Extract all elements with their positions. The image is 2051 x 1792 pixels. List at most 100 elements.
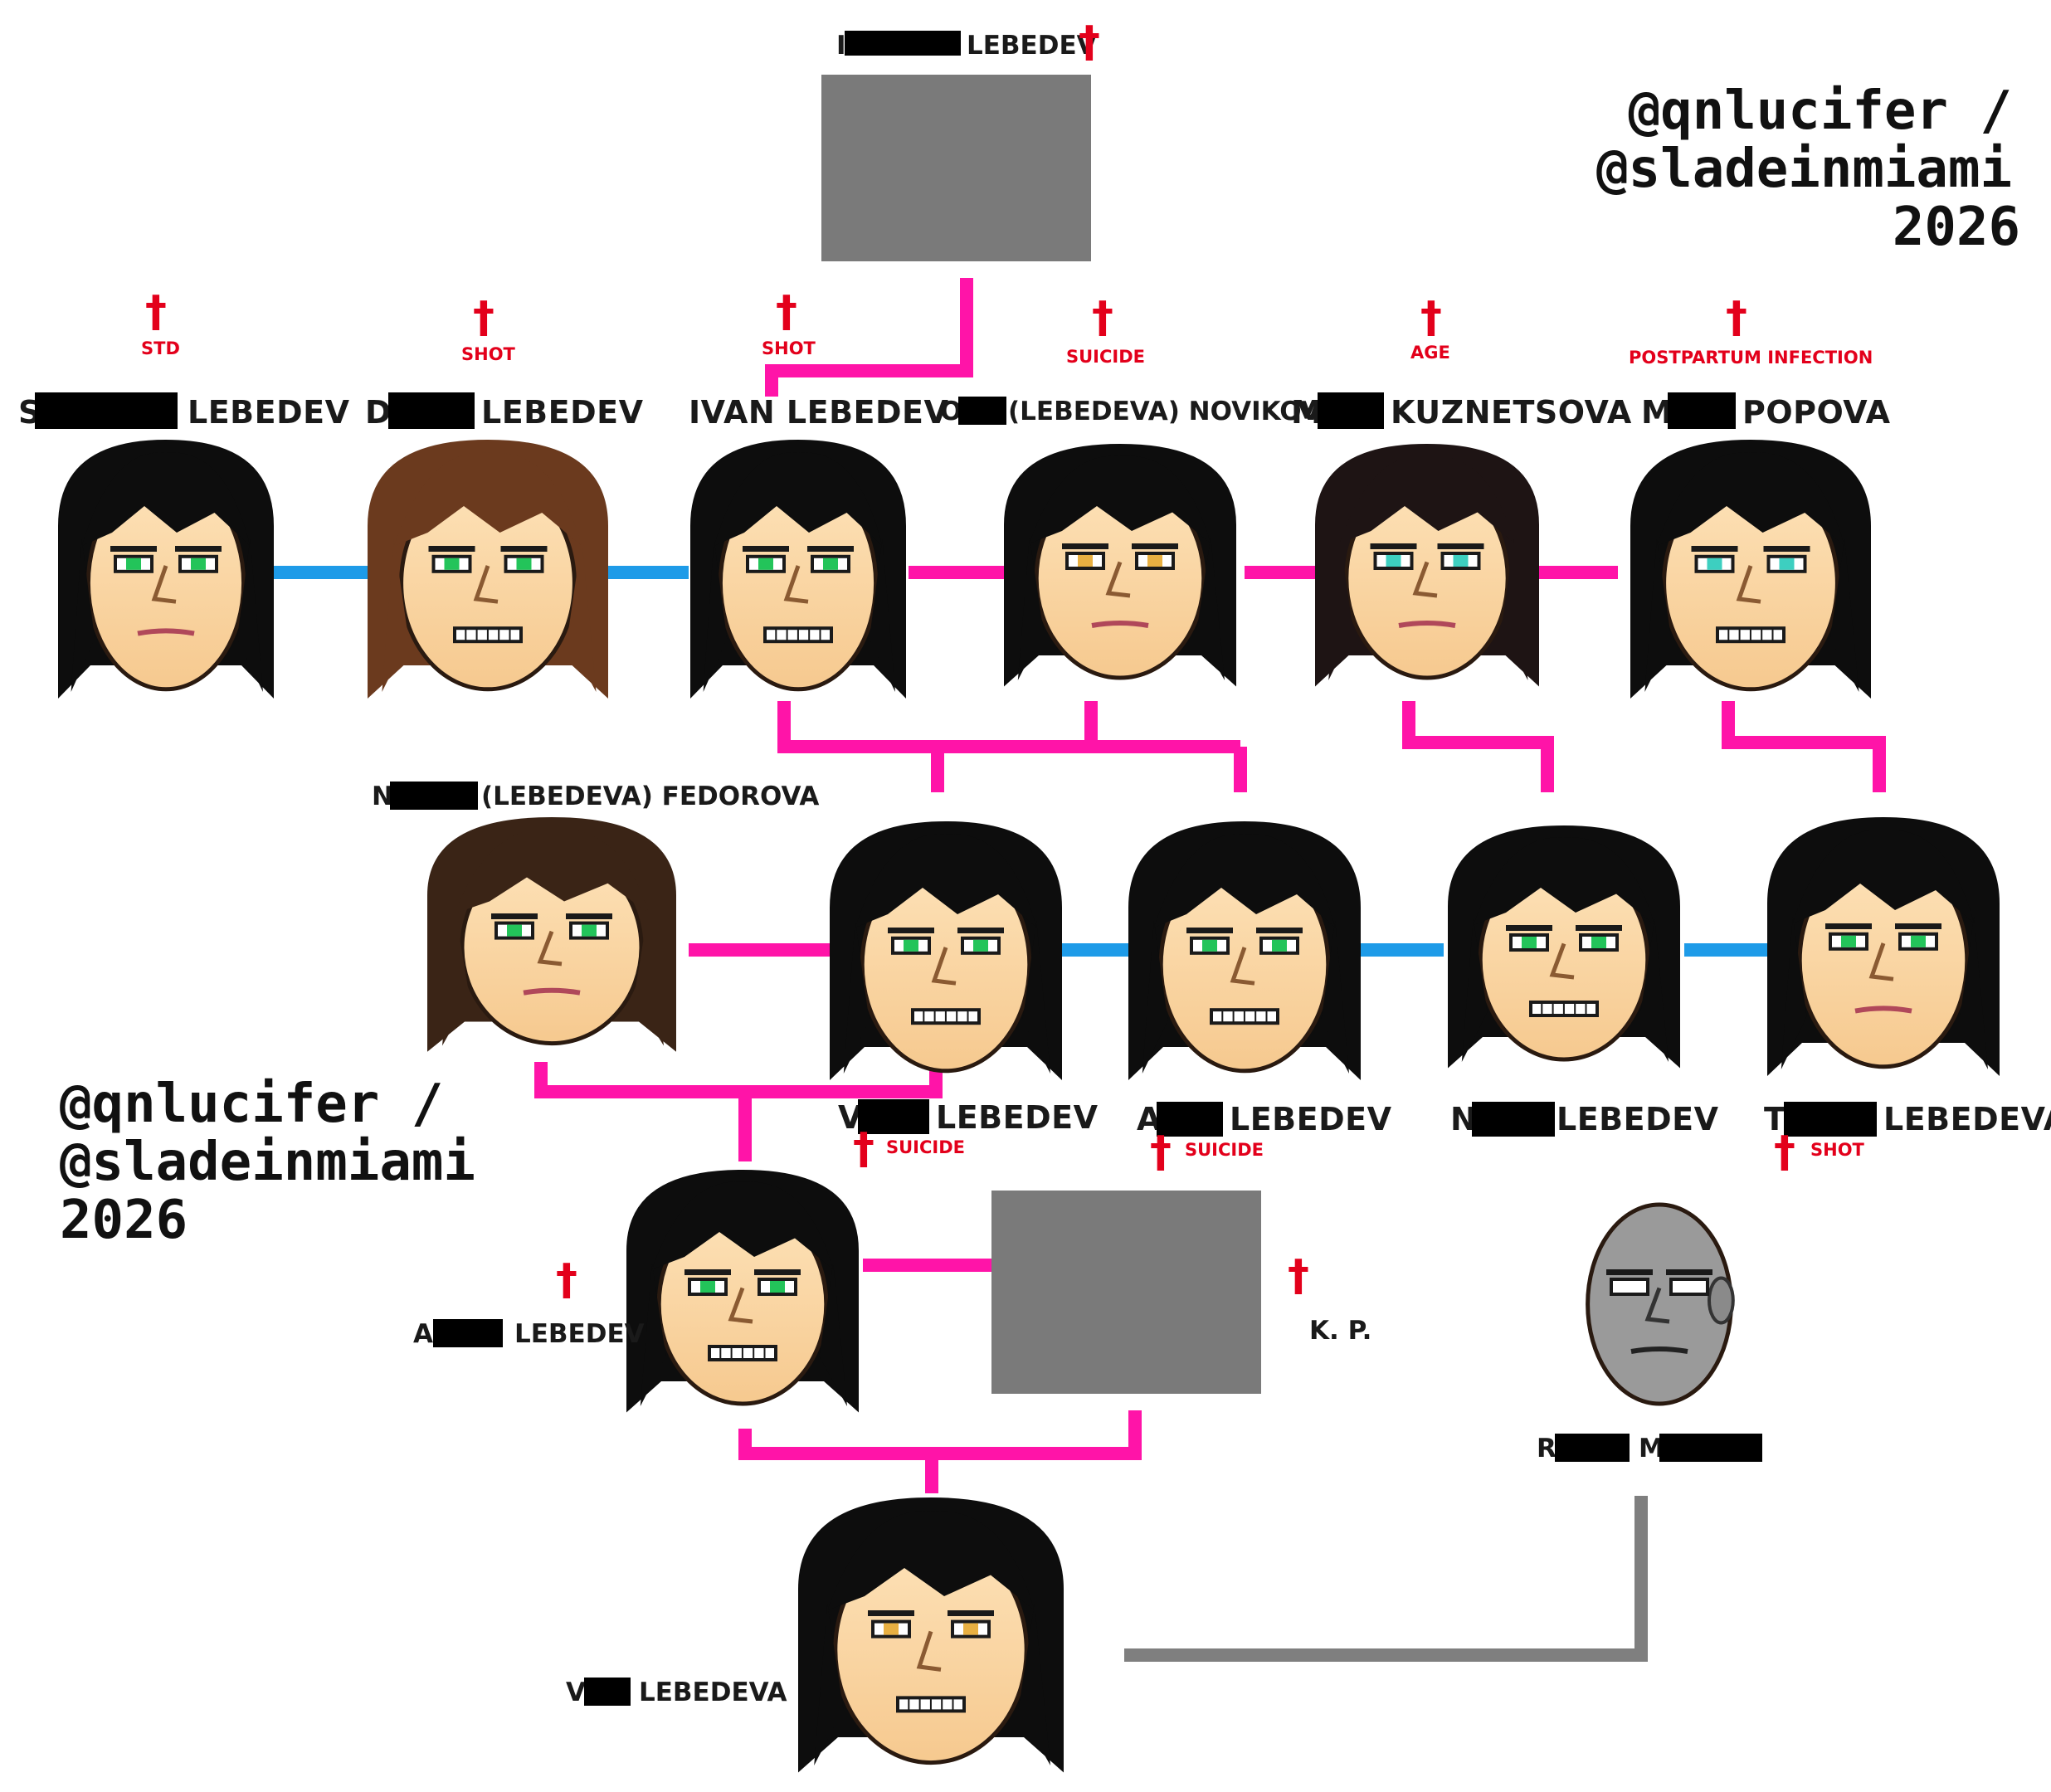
brow-shape xyxy=(1763,546,1810,552)
cause-olga: SUICIDE xyxy=(1066,347,1145,367)
line-rm-v xyxy=(1124,1496,1648,1662)
portrait-v-lebedeva xyxy=(798,1497,1064,1773)
initial-patriarch: I xyxy=(836,31,846,61)
brow-shape xyxy=(1895,923,1941,929)
name-a2: LEBEDEV xyxy=(1230,1101,1392,1137)
iris-shape xyxy=(904,939,918,952)
watermark-line2: @sladeinmiami xyxy=(1596,139,2012,200)
redaction-bar xyxy=(1668,392,1736,429)
hair-strand xyxy=(640,1263,666,1406)
hair-strand xyxy=(1640,918,1669,1062)
brow-shape xyxy=(888,928,934,933)
mouth-shape xyxy=(1630,1346,1688,1354)
hair-fringe xyxy=(1473,837,1655,925)
hair-strand xyxy=(819,1263,847,1406)
iris-shape xyxy=(1202,939,1217,952)
iris-shape xyxy=(444,558,460,570)
portrait-popova xyxy=(1630,440,1871,699)
hair-strand xyxy=(1142,921,1168,1074)
brow-shape xyxy=(1606,1269,1653,1275)
name-olga: (LEBEDEVA) NOVIKOVA xyxy=(1008,397,1339,426)
nose-shape xyxy=(537,930,563,967)
hair-strand xyxy=(567,539,597,692)
death-cross-icon: † xyxy=(1774,1127,1795,1177)
cause-s: STD xyxy=(141,338,180,358)
name-labels: I LEBEDEV † † STD S LEBEDEV † SHOT D LEB… xyxy=(18,17,2051,1707)
hair-strand xyxy=(1321,921,1349,1074)
hair-strand xyxy=(869,539,895,692)
initial-r: R xyxy=(1537,1434,1557,1463)
line-popova-child xyxy=(1722,701,1886,792)
nose-shape xyxy=(1644,1287,1670,1324)
cause-ivan: SHOT xyxy=(762,338,816,358)
line-a-kp-child xyxy=(738,1410,1142,1493)
hair-fringe xyxy=(1656,452,1845,546)
name-s: LEBEDEV xyxy=(188,394,350,431)
iris-shape xyxy=(1682,1281,1697,1293)
hair-strand xyxy=(236,539,263,692)
brow-shape xyxy=(1186,928,1233,933)
brow-shape xyxy=(948,1610,994,1616)
iris-shape xyxy=(770,1281,785,1293)
watermark-line1: @qnlucifer / xyxy=(1629,80,2012,142)
hair-strand xyxy=(1017,537,1044,680)
mouth-shape xyxy=(1854,1006,1912,1014)
initial-v3: V xyxy=(566,1678,586,1707)
brow-shape xyxy=(500,546,548,552)
nose-shape xyxy=(728,1287,753,1324)
nose-shape xyxy=(1549,942,1575,980)
iris-shape xyxy=(1779,558,1795,570)
mouth-shape xyxy=(137,628,195,636)
death-cross-icon: † xyxy=(776,287,797,337)
death-cross-icon: † xyxy=(473,293,494,343)
name-t: LEBEDEVA xyxy=(1883,1101,2051,1137)
redaction-bar xyxy=(388,392,475,429)
iris-shape xyxy=(1841,935,1856,947)
watermark-line2: @sladeinmiami xyxy=(60,1132,475,1193)
line-kuznetsova-child xyxy=(1402,701,1554,792)
name-ivan: IVAN LEBEDEV xyxy=(689,394,949,431)
redaction-bar xyxy=(1784,1102,1877,1137)
patriarch-placeholder xyxy=(821,75,1091,261)
iris-shape xyxy=(1078,555,1093,567)
iris-shape xyxy=(823,558,838,570)
death-cross-icon: † xyxy=(1079,17,1100,67)
initial-n-fed: N xyxy=(372,782,393,811)
portrait-kuznetsova xyxy=(1315,444,1539,687)
brow-shape xyxy=(428,546,475,552)
brow-shape xyxy=(1062,543,1108,549)
cause-d: SHOT xyxy=(461,344,516,364)
brow-shape xyxy=(1132,543,1178,549)
brow-shape xyxy=(1576,925,1622,931)
nose-shape xyxy=(1868,942,1894,981)
hair-fringe xyxy=(1153,834,1336,928)
name-popova: POPOVA xyxy=(1742,394,1891,431)
brow-shape xyxy=(743,546,789,552)
death-cross-icon: † xyxy=(1150,1127,1172,1177)
cause-t: SHOT xyxy=(1810,1140,1865,1160)
redaction-bar xyxy=(390,782,478,810)
portrait-fedorova xyxy=(427,817,676,1052)
hair-strand xyxy=(1196,537,1225,680)
iris-shape xyxy=(1707,558,1722,570)
iris-shape xyxy=(973,939,988,952)
hair-fringe xyxy=(714,452,883,546)
name-v3: LEBEDEVA xyxy=(639,1678,787,1707)
hair-strand xyxy=(1644,539,1672,692)
death-cross-icon: † xyxy=(1726,293,1747,343)
hair-fringe xyxy=(827,1511,1035,1610)
redaction-bar xyxy=(1555,1434,1630,1462)
watermark-line3: 2026 xyxy=(60,1190,188,1251)
brow-shape xyxy=(110,546,157,552)
portrait-d-lebedev xyxy=(368,440,608,699)
portrait-r-m xyxy=(1586,1202,1735,1406)
nose-shape xyxy=(1412,561,1438,598)
hair-strand xyxy=(1018,1603,1050,1765)
nose-shape xyxy=(1230,947,1255,986)
portrait-t-lebedeva xyxy=(1767,817,2000,1076)
hair-strand xyxy=(1829,539,1859,692)
brow-shape xyxy=(1370,543,1417,549)
hair-strand xyxy=(1461,918,1488,1062)
portrait-s-lebedev xyxy=(58,440,274,699)
